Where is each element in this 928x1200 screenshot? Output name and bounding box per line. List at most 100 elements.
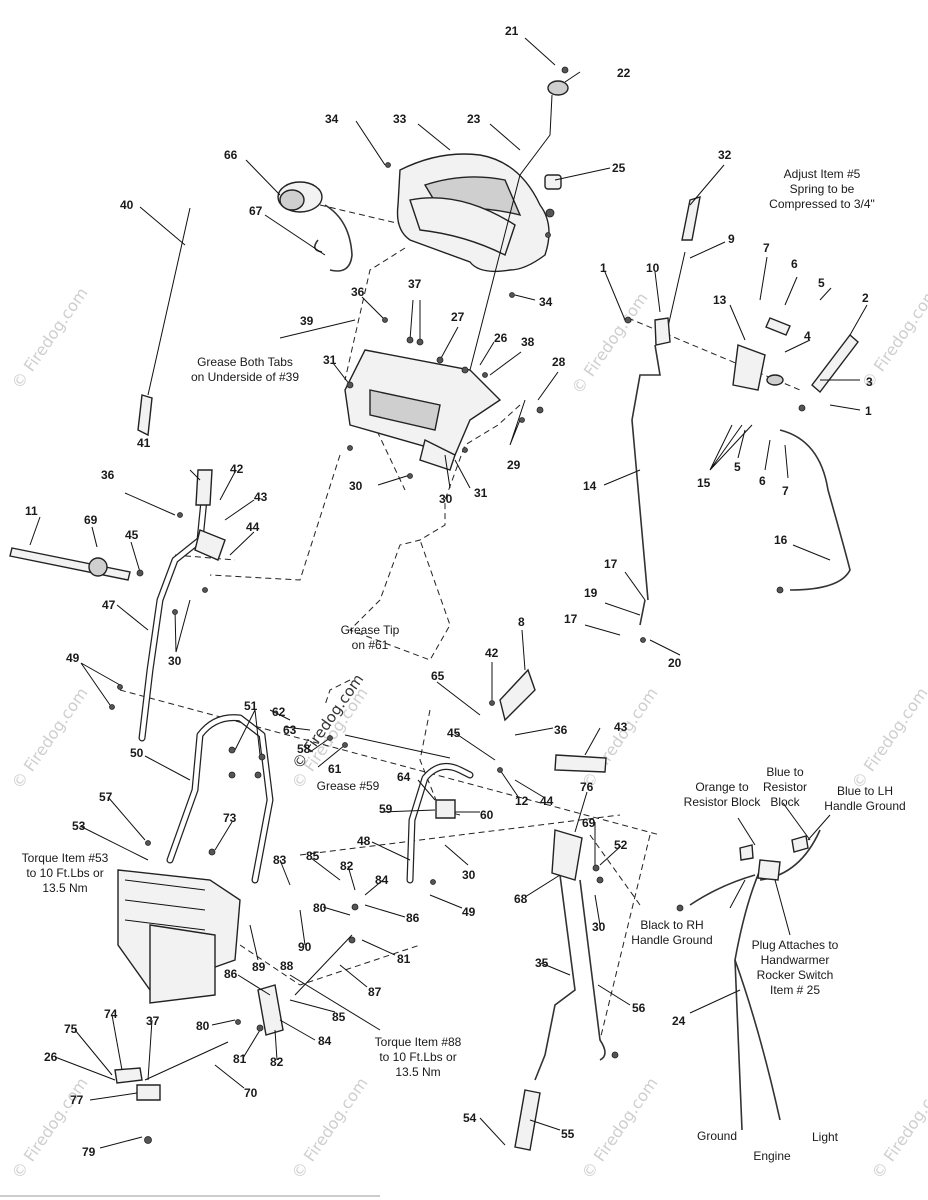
callout: 17: [604, 557, 618, 571]
callout: 43: [614, 720, 628, 734]
callout: 42: [230, 462, 244, 476]
callout: 89: [252, 960, 266, 974]
callout: 90: [298, 940, 312, 954]
callout: 1: [600, 261, 607, 275]
callout: 1: [865, 404, 872, 418]
callout: 9: [728, 232, 735, 246]
svg-text:on Underside of #39: on Underside of #39: [191, 370, 299, 384]
callout: 24: [672, 1014, 686, 1028]
callout: 30: [592, 920, 606, 934]
callout: 36: [101, 468, 115, 482]
callout: 53: [72, 819, 86, 833]
callout: 47: [102, 598, 116, 612]
callout: 88: [280, 959, 294, 973]
callout: 50: [130, 746, 144, 760]
watermark: © Firedog.com: [868, 1074, 928, 1182]
callout: 52: [614, 838, 628, 852]
callout: 55: [561, 1127, 575, 1141]
callout: 51: [244, 699, 258, 713]
console-33: [396, 153, 555, 273]
callout: 34: [539, 295, 553, 309]
lower-handle-50: [166, 714, 274, 884]
callout: 22: [617, 66, 631, 80]
callout: 84: [375, 873, 389, 887]
leader-lines: [29, 37, 868, 1149]
cables-14-16: [631, 344, 851, 626]
callout: 30: [439, 492, 453, 506]
watermark: © Firedog.com: [578, 1074, 662, 1182]
svg-text:on #61: on #61: [352, 638, 389, 652]
svg-text:Handwarmer: Handwarmer: [761, 953, 830, 967]
svg-text:Grease Both Tabs: Grease Both Tabs: [197, 355, 293, 369]
watermark: © Firedog.com: [288, 1074, 372, 1182]
callout: 37: [408, 277, 422, 291]
callout: 76: [580, 780, 594, 794]
label-engine: Engine: [753, 1149, 791, 1163]
note-grease-59: Grease #59: [317, 779, 380, 793]
callout: 6: [791, 257, 798, 271]
callout: 36: [351, 285, 365, 299]
wiring-harness-24: [689, 829, 821, 1131]
callout: 70: [244, 1086, 258, 1100]
cable-35-56: [514, 874, 606, 1151]
callout: 38: [521, 335, 535, 349]
callout: 67: [249, 204, 263, 218]
callout: 61: [328, 762, 342, 776]
callout: 10: [646, 261, 660, 275]
label-light: Light: [812, 1130, 839, 1144]
callout: 5: [818, 276, 825, 290]
callout: 44: [540, 794, 554, 808]
callout: 49: [66, 651, 80, 665]
callout: 54: [463, 1111, 477, 1125]
svg-text:Adjust Item #5: Adjust Item #5: [784, 167, 861, 181]
svg-text:Item # 25: Item # 25: [770, 983, 820, 997]
chute-lever-group: [624, 195, 859, 412]
callout: 57: [99, 790, 113, 804]
svg-text:Spring to be: Spring to be: [790, 182, 855, 196]
callout: 23: [467, 112, 481, 126]
svg-text:Orange to: Orange to: [695, 780, 749, 794]
callout: 33: [393, 112, 407, 126]
svg-text:Resistor Block: Resistor Block: [684, 795, 762, 809]
callout: 65: [431, 669, 445, 683]
callout: 8: [518, 615, 525, 629]
svg-text:to 10 Ft.Lbs or: to 10 Ft.Lbs or: [26, 866, 103, 880]
callout-numbers: 21 22 23 33 34 25 66 67 40 34 32 9 1 10 …: [25, 24, 873, 1159]
callout: 7: [763, 241, 770, 255]
watermark: © Firedog.com: [848, 684, 928, 792]
callout: 85: [332, 1010, 346, 1024]
callout: 75: [64, 1022, 78, 1036]
callout: 30: [349, 479, 363, 493]
callout: 81: [233, 1052, 247, 1066]
shift-rod-61: [344, 734, 451, 759]
svg-text:13.5 Nm: 13.5 Nm: [42, 881, 87, 895]
callout: 21: [505, 24, 519, 38]
note-blue-lh: Blue to LH Handle Ground: [824, 784, 905, 813]
callout: 87: [368, 985, 382, 999]
svg-text:Blue to LH: Blue to LH: [837, 784, 893, 798]
callout: 64: [397, 770, 411, 784]
callout: 16: [774, 533, 788, 547]
svg-text:Black to RH: Black to RH: [640, 918, 703, 932]
callout: 26: [44, 1050, 58, 1064]
callout: 31: [474, 486, 488, 500]
note-torque-53: Torque Item #53 to 10 Ft.Lbs or 13.5 Nm: [22, 851, 109, 895]
note-grease-tip: Grease Tip on #61: [341, 623, 400, 652]
svg-text:to 10 Ft.Lbs or: to 10 Ft.Lbs or: [379, 1050, 456, 1064]
callout: 82: [340, 859, 354, 873]
callout: 77: [70, 1093, 84, 1107]
assembly-dashed-lines: [119, 204, 801, 1041]
callout: 3: [866, 375, 873, 389]
note-plug-attaches: Plug Attaches to Handwarmer Rocker Switc…: [752, 938, 839, 997]
svg-text:Plug Attaches to: Plug Attaches to: [752, 938, 839, 952]
callout: 45: [447, 726, 461, 740]
callout: 86: [224, 967, 238, 981]
callout: 30: [168, 654, 182, 668]
callout: 31: [323, 353, 337, 367]
svg-text:13.5 Nm: 13.5 Nm: [395, 1065, 440, 1079]
callout: 49: [462, 905, 476, 919]
watermark: © Firedog.com: [578, 684, 662, 792]
svg-text:Block: Block: [770, 795, 800, 809]
